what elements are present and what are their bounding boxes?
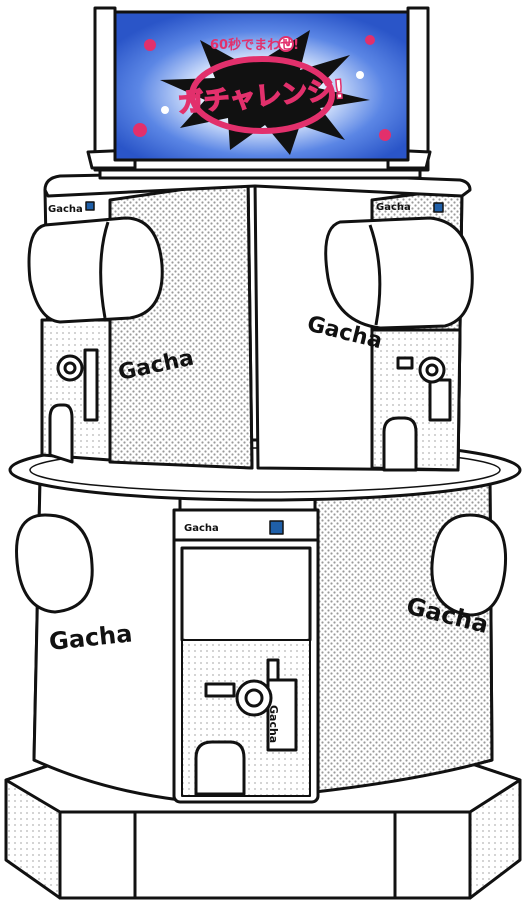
capsule-dome-icon [430, 513, 508, 617]
capsule-dome-icon [15, 513, 94, 614]
gacha-machine-bottom-front[interactable] [172, 508, 320, 804]
sign-board [86, 6, 432, 180]
coin-handle-icon[interactable] [56, 354, 84, 382]
clock-icon [278, 36, 294, 52]
sign-artwork [133, 30, 391, 155]
sign-subtitle: 60秒でまわせ! [210, 37, 299, 53]
machine-label-bottom-front: Gacha [184, 523, 219, 534]
coin-handle-icon[interactable] [235, 679, 273, 717]
capsule-dome-icon [324, 216, 474, 330]
coin-handle-icon[interactable] [418, 356, 446, 384]
machine-label-top-right: Gacha [376, 202, 411, 213]
capsule-dome-icon [27, 216, 164, 324]
machine-logo-bottom-front: Gacha [267, 705, 280, 743]
machine-label-top-left: Gacha [48, 204, 83, 215]
